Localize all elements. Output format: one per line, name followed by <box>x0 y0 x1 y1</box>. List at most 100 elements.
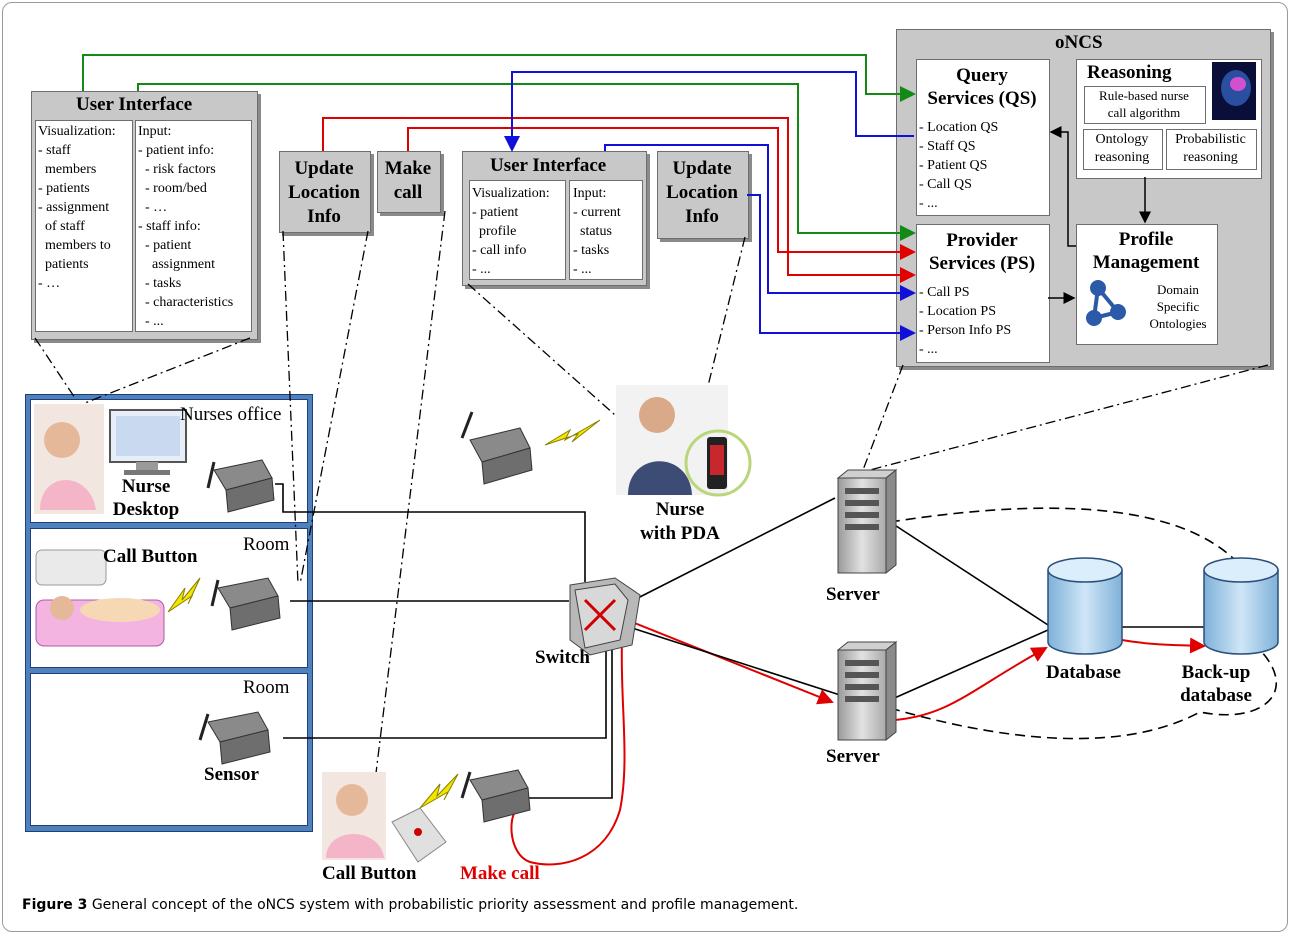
patient-in-bed-image <box>35 549 165 647</box>
probabilistic-reasoning-box <box>1166 129 1257 170</box>
left-ui-input-line: - characteristics <box>138 295 234 310</box>
red-flow-lines <box>322 117 1206 866</box>
pda-ui-input-line: status <box>573 224 612 239</box>
nurse-desktop-line: Desktop <box>112 499 180 520</box>
left-ui-title: User Interface <box>76 94 193 115</box>
pda-ui-input-box <box>569 180 643 280</box>
rule-based-line: Rule-based nurse <box>1099 88 1189 103</box>
pda-ui-visualization-line: Visualization: <box>472 186 550 201</box>
figure-caption: Figure 3 General concept of the oNCS sys… <box>22 897 798 913</box>
update-location-2-line: Update <box>672 158 732 179</box>
reasoning-title: Reasoning <box>1087 62 1172 83</box>
ontology-reasoning-line: reasoning <box>1094 150 1150 165</box>
ps-item-line: - Location PS <box>919 304 996 319</box>
nurses-office-label: Nurses office <box>180 404 282 425</box>
left-ui-input-line: Input: <box>138 124 172 139</box>
router-icon <box>460 411 533 485</box>
switch-icon <box>569 577 641 656</box>
backup-database-line: database <box>1180 685 1252 706</box>
qs-item-line: - Call QS <box>919 177 972 192</box>
ps-title-line: Provider <box>946 230 1018 251</box>
probabilistic-reasoning-line: Probabilistic <box>1175 132 1246 147</box>
left-ui-visualization-line: - staff <box>38 143 71 158</box>
oncs-internal-arrows <box>1048 126 1151 304</box>
rule-based-box <box>1084 86 1206 124</box>
probabilistic-reasoning-line: reasoning <box>1183 150 1238 165</box>
left-ui-visualization-line: patients <box>38 257 89 272</box>
ontology-molecule-icon <box>1086 280 1126 326</box>
pda-ui-visualization-box <box>469 180 566 280</box>
qs-title-line: Query <box>956 65 1008 86</box>
probabilistic-reasoning-label: Probabilistic reasoning <box>1166 131 1255 167</box>
backup-database-line: Back-up <box>1181 662 1251 683</box>
brain-image <box>1212 62 1256 120</box>
ps-item-line: - Call PS <box>919 285 970 300</box>
wireless-signal-icon <box>544 419 601 446</box>
qs-title-line: Services (QS) <box>927 88 1037 109</box>
green-flow-lines <box>82 54 916 241</box>
update-location-box-1 <box>279 151 371 233</box>
pda-ui-input-line: - tasks <box>573 243 610 258</box>
ontology-reasoning-label: Ontology reasoning <box>1083 131 1161 167</box>
domain-ontologies-line: Domain <box>1157 282 1199 297</box>
router-icon <box>198 711 271 765</box>
left-ui-visualization-list: Visualization:- staff members- patients-… <box>38 122 116 293</box>
pda-ui-input-line: Input: <box>573 186 607 201</box>
sensor-label: Sensor <box>204 764 259 785</box>
left-ui-input-line: - staff info: <box>138 219 201 234</box>
left-ui-visualization-line: members <box>38 162 97 177</box>
left-ui-visualization-box <box>35 120 133 332</box>
qs-item-line: - Patient QS <box>919 158 988 173</box>
wireless-signal-icon <box>419 773 459 809</box>
database-label: Database <box>1046 662 1121 683</box>
ontology-reasoning-line: Ontology <box>1095 132 1149 147</box>
qs-item-line: - Staff QS <box>919 139 976 154</box>
left-ui-input-line: - tasks <box>138 276 182 291</box>
profile-management-line: Profile <box>1118 229 1174 250</box>
update-location-2-line: Location <box>666 182 738 203</box>
nurse-desktop-image <box>34 404 104 514</box>
left-ui-input-line: - ... <box>138 314 164 329</box>
database-icon <box>1047 557 1123 655</box>
pda-ui-title: User Interface <box>490 155 607 176</box>
server-top-label: Server <box>826 584 880 605</box>
pda-ui-visualization-line: - ... <box>472 262 491 277</box>
provider-services-list: - Call PS- Location PS- Person Info PS- … <box>919 283 1011 359</box>
pda-ui-visualization-line: profile <box>472 224 517 239</box>
left-ui-visualization-line: members to <box>38 238 111 253</box>
oncs-title: oNCS <box>1055 32 1103 53</box>
left-ui-input-list: Input:- patient info: - risk factors - r… <box>138 122 233 331</box>
update-location-1-line: Location <box>288 182 360 203</box>
nurse-with-pda-line: with PDA <box>640 523 720 544</box>
profile-management-line: Management <box>1092 252 1200 273</box>
backup-database-icon <box>1203 557 1279 655</box>
left-ui-input-box <box>135 120 252 332</box>
server-icon <box>836 468 898 575</box>
update-location-box-2 <box>657 151 749 239</box>
left-ui-input-line: - risk factors <box>138 162 216 177</box>
make-call-line: call <box>393 182 423 203</box>
make-call-box <box>377 151 441 213</box>
left-ui-input-line: - patient info: <box>138 143 215 158</box>
left-ui-input-line: assignment <box>138 257 215 272</box>
pda-ui-visualization-list: Visualization:- patient profile- call in… <box>472 184 550 279</box>
update-location-1-line: Info <box>307 206 341 227</box>
caption-text: General concept of the oNCS system with … <box>87 897 799 913</box>
left-ui-visualization-line: Visualization: <box>38 124 116 139</box>
update-location-2-line: Info <box>685 206 719 227</box>
qs-item-line: - Location QS <box>919 120 999 135</box>
nurse-desktop-line: Nurse <box>121 476 171 497</box>
nurse-with-pda-image <box>616 385 752 497</box>
qs-item-line: - ... <box>919 196 938 211</box>
ontology-reasoning-box <box>1083 129 1163 170</box>
update-location-1-line: Update <box>294 158 354 179</box>
